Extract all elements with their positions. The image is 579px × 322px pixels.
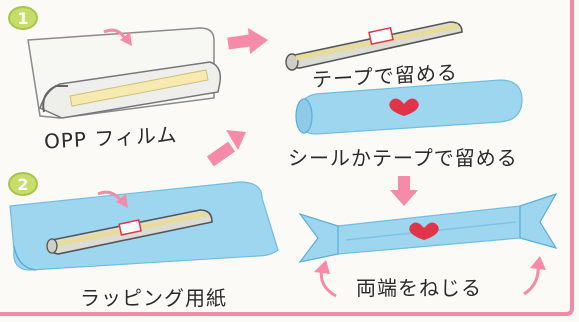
step-2-number: 2	[17, 174, 29, 194]
curved-arrow-film-head	[120, 32, 132, 46]
opp-roll-on-paper	[46, 209, 213, 255]
long-item-on-film	[69, 69, 209, 107]
taped-opp-roll	[285, 21, 463, 71]
arrow-up-right	[206, 130, 246, 167]
heart-seal-1	[389, 98, 419, 116]
arrow-down	[390, 176, 418, 206]
label-seal-or-tape: シールかテープで留める	[288, 146, 518, 170]
twisted-candy-roll	[298, 192, 558, 263]
step-1-number: 1	[17, 8, 29, 28]
step-1-badge: 1	[8, 6, 38, 30]
blue-sealed-roll	[295, 79, 523, 135]
label-twist-ends: 両端をねじる	[356, 276, 482, 300]
arrow-right-1	[227, 28, 268, 54]
label-wrapping-paper: ラッピング用紙	[80, 286, 227, 310]
curved-arrow-paper-head	[116, 194, 128, 208]
twist-arrow-right-head	[530, 256, 546, 270]
heart-seal-2	[409, 222, 439, 240]
twist-arrow-left-head	[314, 260, 330, 274]
step-2-badge: 2	[8, 172, 38, 196]
frame-border	[0, 0, 574, 316]
